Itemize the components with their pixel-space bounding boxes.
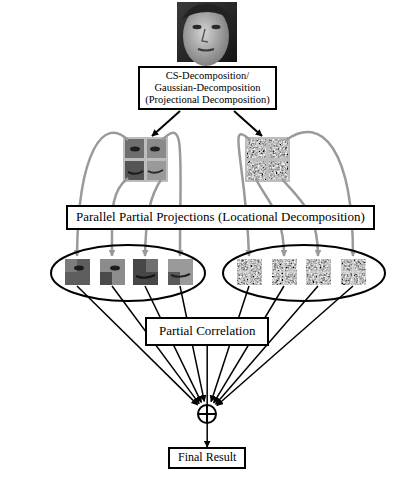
projection-curve xyxy=(77,132,353,256)
flow-arrow xyxy=(206,346,208,447)
smooth-component-image xyxy=(146,160,167,181)
detail-component-image xyxy=(268,160,289,181)
detail-component-image xyxy=(246,138,289,181)
smooth-component-image xyxy=(124,138,145,159)
projection-curve xyxy=(238,134,250,256)
smooth-component-image xyxy=(150,147,160,152)
sum-symbol xyxy=(198,405,216,423)
sum-symbol xyxy=(198,405,216,423)
smooth-component-image xyxy=(148,170,163,173)
detail-component-image xyxy=(268,160,289,181)
process-box: Final Result xyxy=(168,447,246,469)
smooth-patch xyxy=(110,266,120,271)
face-image xyxy=(198,49,214,51)
projection-curve xyxy=(162,133,181,256)
smooth-patch xyxy=(65,259,77,272)
smooth-patch xyxy=(100,259,125,285)
detail-component-image xyxy=(268,138,289,159)
detail-component-image xyxy=(246,138,267,159)
smooth-component-image xyxy=(146,138,167,159)
smooth-patch xyxy=(136,275,155,278)
correlation-line xyxy=(77,286,353,406)
sum-symbol xyxy=(198,405,216,423)
face-image xyxy=(182,4,232,22)
detail-component-image xyxy=(246,160,267,181)
face-image xyxy=(212,25,221,29)
detail-component-image xyxy=(246,138,267,159)
box-label: Parallel Partial Projections (Locational… xyxy=(76,210,365,225)
face-image xyxy=(177,2,237,66)
split-arrow xyxy=(234,111,262,136)
smooth-patch xyxy=(168,259,193,285)
process-box: CS-Decomposition/ Gaussian-Decomposition… xyxy=(138,66,277,110)
box-label: Partial Correlation xyxy=(159,324,255,339)
smooth-component-image xyxy=(124,138,167,181)
patch-group-ellipse xyxy=(51,245,385,301)
projection-curve xyxy=(286,132,353,256)
box-label: Final Result xyxy=(178,451,236,465)
smooth-patch xyxy=(146,259,158,272)
face-image xyxy=(202,29,208,42)
smooth-patch xyxy=(65,259,90,285)
smooth-patch xyxy=(171,274,190,277)
smooth-component-image xyxy=(130,147,140,152)
detail-patch xyxy=(237,259,366,285)
face-image xyxy=(193,25,202,29)
smooth-component-image xyxy=(128,171,143,174)
process-box: Parallel Partial Projections (Locational… xyxy=(66,205,375,230)
detail-component-image xyxy=(246,160,267,181)
split-arrow xyxy=(152,111,262,136)
projection-curve xyxy=(77,133,128,256)
smooth-patch xyxy=(65,259,193,285)
smooth-patch xyxy=(74,266,84,271)
smooth-patch xyxy=(168,272,180,285)
smooth-patch xyxy=(133,259,158,285)
detail-component-image xyxy=(268,138,289,159)
box-label: CS-Decomposition/ Gaussian-Decomposition… xyxy=(144,70,271,106)
smooth-patch xyxy=(100,272,112,285)
detail-patch xyxy=(237,259,366,285)
process-box: Partial Correlation xyxy=(145,317,269,346)
